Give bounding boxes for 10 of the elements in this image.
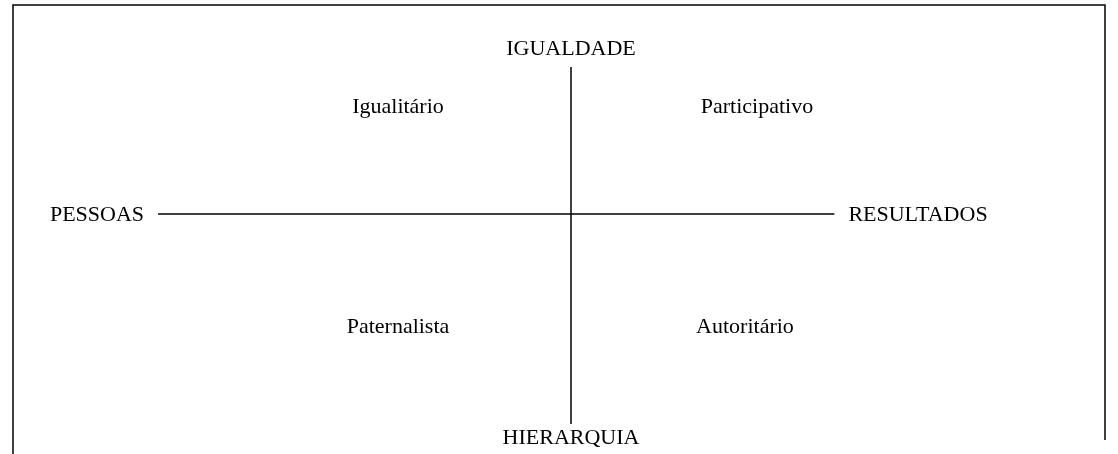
quadrant-label: Autoritário: [696, 315, 794, 337]
axis-pole-label: RESULTADOS: [848, 203, 988, 225]
axis-pole-label: PESSOAS: [49, 203, 145, 225]
quadrant-label: Igualitário: [352, 95, 444, 117]
axis-pole-label: HIERARQUIA: [502, 426, 640, 448]
axis-pole-label: IGUALDADE: [506, 37, 636, 59]
axis-line: [570, 66, 572, 425]
axis-line: [157, 213, 836, 215]
quadrant-label: Paternalista: [346, 315, 450, 337]
quadrant-label: Participativo: [700, 95, 814, 117]
